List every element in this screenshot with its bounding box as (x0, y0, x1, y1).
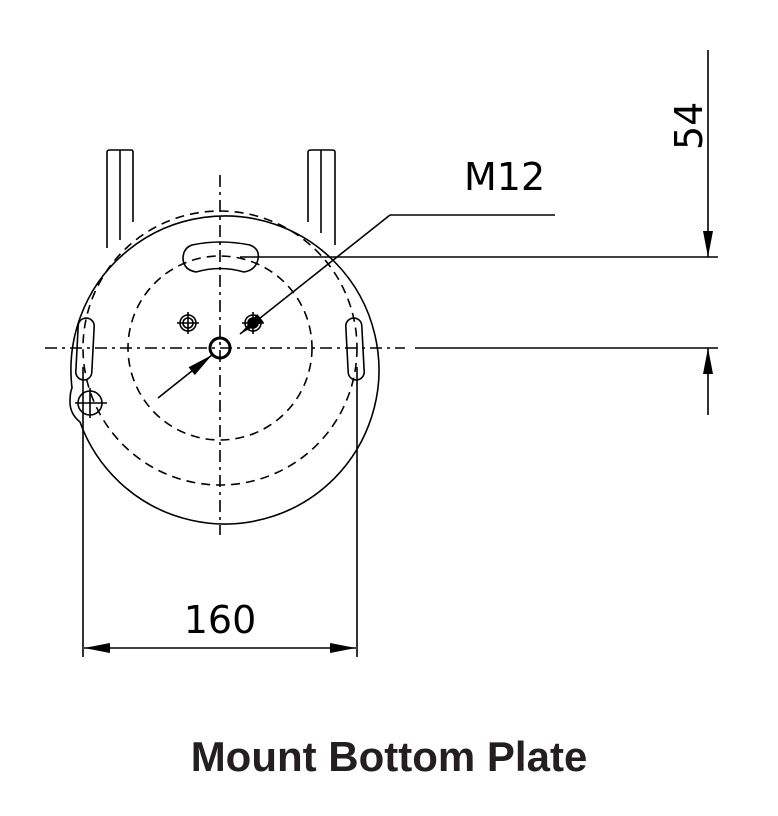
drawing-title: Mount Bottom Plate (190, 733, 588, 780)
plate-outline (69, 215, 380, 525)
dimension-160-label: 160 (184, 598, 257, 642)
mounting-tabs (106, 149, 336, 248)
center-m12-hole (208, 336, 232, 360)
dimension-54 (240, 50, 718, 415)
dimension-160 (82, 367, 358, 657)
m12-label: M12 (464, 155, 545, 199)
top-slot (182, 241, 260, 273)
dimension-54-label: 54 (667, 102, 711, 150)
m12-leader (157, 214, 555, 399)
threaded-hole-left (177, 312, 199, 334)
lobe-hole (75, 388, 107, 418)
